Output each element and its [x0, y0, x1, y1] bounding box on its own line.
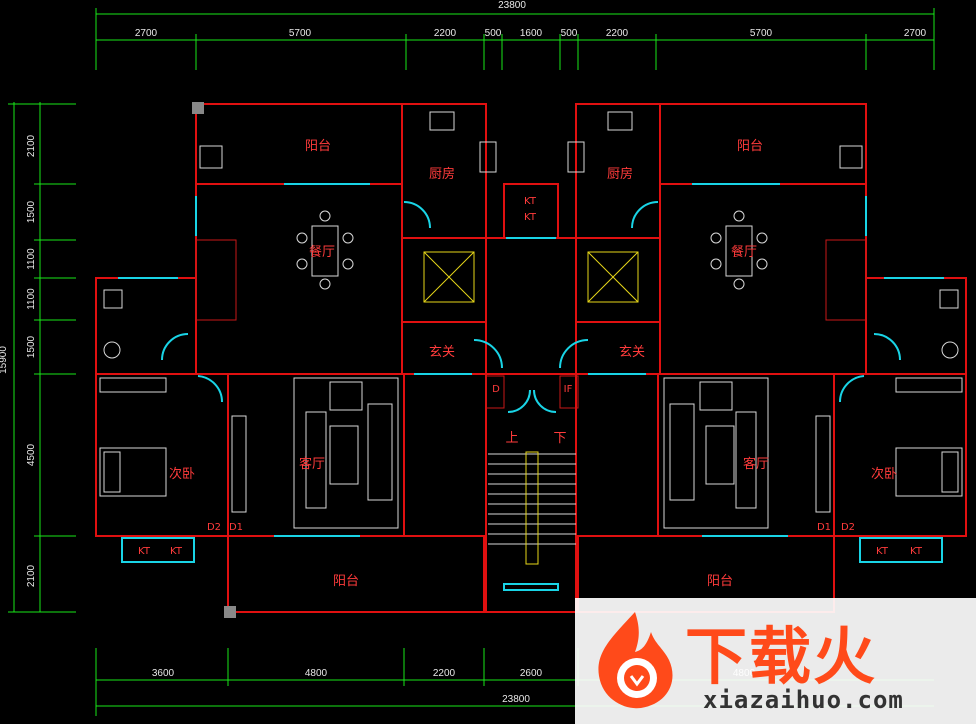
dim-bottom-seg: 2200 [433, 668, 456, 679]
top-dimension-chain: 23800 2700 5700 2200 500 1600 500 2200 5… [95, 0, 935, 70]
tag-d1: D1 [229, 522, 243, 533]
dim-top-seg: 1600 [520, 28, 543, 39]
tag-kt: KT [170, 546, 183, 557]
tag-d2: D2 [207, 522, 221, 533]
tag-kt: KT [138, 546, 151, 557]
tag-if: IF [564, 384, 573, 395]
tag-kt: KT [524, 196, 537, 207]
dim-left-seg: 1500 [26, 200, 37, 223]
tag-d: D [492, 384, 500, 395]
dim-bottom-seg: 4800 [305, 668, 328, 679]
label-dining-right: 餐厅 [731, 244, 757, 260]
label-balcony-bottom-left: 阳台 [333, 574, 359, 589]
tag-d2: D2 [841, 522, 855, 533]
dim-left-seg: 4500 [26, 443, 37, 466]
equipment-tags: KT KT KT KT KT KT D2 D1 D1 D2 D IF [138, 196, 923, 557]
furniture-left [99, 111, 497, 529]
dim-top-total: 23800 [498, 0, 526, 11]
walls-left-unit [95, 102, 487, 618]
tag-kt: KT [910, 546, 923, 557]
label-stair-down: 下 [553, 431, 566, 446]
dim-bottom-seg: 3600 [152, 668, 175, 679]
dim-left-seg: 2100 [26, 564, 37, 587]
dim-left-total: 15900 [0, 346, 9, 374]
dim-top-seg: 5700 [289, 28, 312, 39]
dim-left-seg: 1100 [26, 288, 37, 310]
brand-name: 下载火 [685, 620, 878, 693]
doors [161, 201, 901, 413]
dim-top-seg: 500 [485, 28, 502, 39]
label-dining-left: 餐厅 [309, 244, 335, 260]
dim-bottom-seg: 2600 [520, 668, 543, 679]
core-stairwell [485, 183, 579, 613]
dim-left-seg: 1500 [26, 335, 37, 358]
tag-kt: KT [876, 546, 889, 557]
dim-top-seg: 2700 [904, 28, 927, 39]
dim-left-seg: 1100 [26, 248, 37, 270]
dim-top-seg: 5700 [750, 28, 773, 39]
label-foyer-right: 玄关 [619, 345, 645, 360]
brand-url: xiazaihuo.com [703, 686, 904, 714]
label-bedroom-left: 次卧 [169, 466, 195, 482]
label-kitchen-right: 厨房 [607, 166, 633, 182]
label-foyer-left: 玄关 [429, 345, 455, 360]
label-living-left: 客厅 [299, 456, 325, 472]
label-balcony-bottom-right: 阳台 [707, 574, 733, 589]
watermark-logo: 下载火 xiazaihuo.com [575, 598, 976, 724]
tag-d1: D1 [817, 522, 831, 533]
label-bedroom-right: 次卧 [871, 466, 897, 482]
dim-top-seg: 2200 [434, 28, 457, 39]
label-balcony-top-left: 阳台 [305, 139, 331, 154]
label-stair-up: 上 [505, 431, 518, 446]
dim-top-seg: 2700 [135, 28, 158, 39]
room-labels: 阳台 阳台 厨房 厨房 餐厅 餐厅 玄关 玄关 客厅 客厅 次卧 次卧 阳台 阳… [169, 139, 897, 589]
elevator-right [587, 251, 639, 303]
windows [118, 183, 944, 537]
dim-top-seg: 2200 [606, 28, 629, 39]
dim-left-seg: 2100 [26, 134, 37, 157]
label-living-right: 客厅 [743, 456, 769, 472]
label-balcony-top-right: 阳台 [737, 139, 763, 154]
label-kitchen-left: 厨房 [429, 166, 455, 182]
dim-top-seg: 500 [561, 28, 578, 39]
dim-bottom-total: 23800 [502, 694, 530, 705]
left-dimension-chain: 15900 2100 1500 1100 1100 1500 4500 2100 [0, 102, 76, 613]
flame-icon [598, 612, 673, 709]
furniture-right [567, 111, 963, 529]
elevator-left [423, 251, 475, 303]
tag-kt: KT [524, 212, 537, 223]
